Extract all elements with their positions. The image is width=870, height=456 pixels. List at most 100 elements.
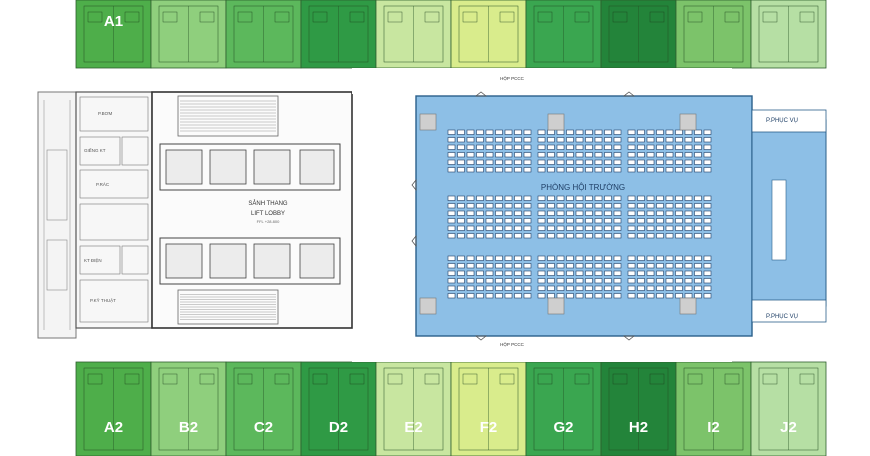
seat bbox=[594, 278, 603, 284]
seat bbox=[556, 152, 565, 158]
seat bbox=[585, 210, 593, 216]
seat bbox=[476, 225, 484, 231]
seat bbox=[566, 203, 574, 209]
seat bbox=[604, 293, 612, 299]
seat bbox=[656, 159, 664, 165]
seat bbox=[556, 233, 565, 239]
seat bbox=[646, 152, 655, 158]
seat bbox=[594, 285, 603, 291]
seat bbox=[637, 218, 645, 224]
seat bbox=[675, 129, 683, 135]
seat bbox=[627, 278, 636, 284]
seat bbox=[504, 293, 513, 299]
seat bbox=[547, 293, 555, 299]
seat bbox=[476, 137, 484, 143]
seat bbox=[495, 285, 503, 291]
seat bbox=[627, 167, 636, 173]
stair-lift-core: SẢNH THANG LIFT LOBBY FFL +28.800 bbox=[151, 91, 353, 329]
seat bbox=[613, 285, 622, 291]
seat bbox=[566, 285, 574, 291]
seat bbox=[684, 233, 693, 239]
seat bbox=[694, 270, 702, 276]
seat bbox=[537, 159, 546, 165]
seat bbox=[547, 263, 555, 269]
seat bbox=[665, 195, 674, 201]
seat bbox=[627, 210, 636, 216]
core-room-label-1: P.BƠM bbox=[98, 111, 113, 116]
left-service-wing bbox=[37, 91, 77, 339]
seat bbox=[694, 293, 702, 299]
seat bbox=[637, 285, 645, 291]
seat bbox=[656, 195, 664, 201]
seat bbox=[585, 152, 593, 158]
bottom-unit-2: B2 bbox=[150, 361, 227, 456]
seat bbox=[457, 293, 465, 299]
seat bbox=[675, 159, 683, 165]
seat bbox=[613, 255, 622, 261]
seat bbox=[495, 203, 503, 209]
seat bbox=[694, 285, 702, 291]
seat bbox=[675, 278, 683, 284]
seat bbox=[585, 195, 593, 201]
seat bbox=[476, 270, 484, 276]
seat bbox=[566, 293, 574, 299]
seat bbox=[466, 233, 475, 239]
seat bbox=[694, 218, 702, 224]
service-room-bottom bbox=[751, 299, 827, 323]
seat bbox=[646, 129, 655, 135]
seat bbox=[575, 144, 584, 150]
seat bbox=[556, 129, 565, 135]
seat bbox=[485, 210, 494, 216]
seat bbox=[627, 293, 636, 299]
seat bbox=[504, 233, 513, 239]
seat bbox=[703, 233, 712, 239]
seat bbox=[665, 210, 674, 216]
top-unit-3 bbox=[225, 0, 302, 69]
seat bbox=[604, 255, 612, 261]
seat bbox=[637, 233, 645, 239]
seat bbox=[594, 129, 603, 135]
service-room-bottom-label: P.PHỤC VỤ bbox=[766, 314, 798, 320]
seat bbox=[447, 210, 456, 216]
seat bbox=[575, 293, 584, 299]
seat bbox=[684, 270, 693, 276]
seat bbox=[684, 210, 693, 216]
seat bbox=[566, 278, 574, 284]
seat bbox=[613, 225, 622, 231]
seat bbox=[604, 285, 612, 291]
seat bbox=[485, 144, 494, 150]
seat bbox=[514, 210, 522, 216]
lobby-label-en: LIFT LOBBY bbox=[251, 211, 285, 217]
seat bbox=[703, 218, 712, 224]
seat bbox=[504, 203, 513, 209]
seat bbox=[646, 270, 655, 276]
seat bbox=[466, 137, 475, 143]
seat bbox=[504, 210, 513, 216]
seat bbox=[556, 278, 565, 284]
seat bbox=[656, 278, 664, 284]
seat bbox=[675, 233, 683, 239]
seat bbox=[665, 225, 674, 231]
seat bbox=[547, 159, 555, 165]
seat bbox=[466, 278, 475, 284]
seat bbox=[466, 225, 475, 231]
seat bbox=[476, 195, 484, 201]
seat bbox=[447, 203, 456, 209]
meeting-hall: P.PHỤC VỤ P.PHỤC VỤ PHÒNG HỘI TRƯỜNG bbox=[415, 95, 827, 337]
seat bbox=[637, 270, 645, 276]
seat bbox=[684, 159, 693, 165]
seat bbox=[637, 263, 645, 269]
seat bbox=[447, 233, 456, 239]
seat bbox=[627, 270, 636, 276]
bottom-unit-6: F2 bbox=[450, 361, 527, 456]
seat bbox=[495, 195, 503, 201]
seat bbox=[556, 270, 565, 276]
seat bbox=[495, 293, 503, 299]
seat bbox=[675, 285, 683, 291]
seat bbox=[457, 210, 465, 216]
seat bbox=[604, 152, 612, 158]
seat bbox=[495, 167, 503, 173]
seat bbox=[694, 159, 702, 165]
seat bbox=[684, 203, 693, 209]
seat bbox=[627, 195, 636, 201]
